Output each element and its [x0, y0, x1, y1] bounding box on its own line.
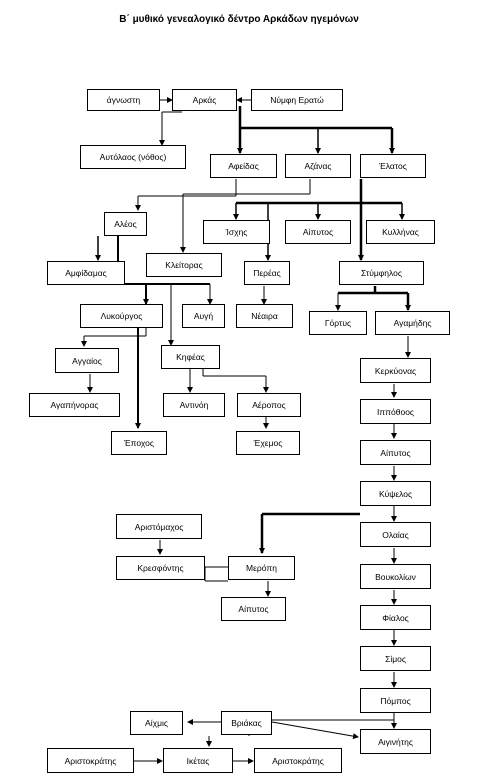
node-kypselos: Κύψελος [360, 481, 431, 506]
node-aleos: Αλέος [104, 212, 147, 236]
node-aristokratis2: Αριστοκράτης [254, 748, 342, 773]
node-aeropos: Αέροπος [237, 393, 301, 417]
node-agapinoras: Αγαπήνορας [29, 393, 120, 417]
node-avgi: Αυγή [182, 304, 225, 328]
node-simos: Σίμος [360, 646, 431, 671]
node-antinoi: Αντινόη [163, 393, 225, 417]
node-kyllinas: Κυλλήνας [366, 220, 435, 244]
node-aipytos3: Αίπυτος [221, 597, 286, 621]
node-stymfilos: Στύμφηλος [339, 261, 424, 285]
node-afeidas: Αφείδας [210, 154, 277, 178]
node-ippothoos: Ιππόθοος [360, 399, 431, 424]
node-pereas: Περέας [244, 261, 290, 285]
node-azanas: Αζάνας [285, 154, 351, 178]
node-voukolion: Βουκολίων [360, 564, 431, 589]
node-fialos: Φίαλος [360, 605, 431, 630]
node-isxis: Ίσχης [203, 220, 270, 244]
node-iketas: Ικέτας [163, 748, 233, 773]
node-aipytos2: Αίπυτος [360, 440, 431, 465]
node-kleitoras: Κλείτορας [146, 253, 222, 277]
node-aipytos1: Αίπυτος [285, 220, 351, 244]
node-kresfontis: Κρεσφόντης [116, 556, 205, 580]
node-meropi: Μερόπη [228, 556, 295, 580]
node-exemos: Έχεμος [236, 431, 300, 455]
node-arkas: Αρκάς [172, 89, 237, 111]
node-elatos: Έλατος [360, 154, 426, 178]
node-kerkyonas: Κερκύονας [360, 358, 431, 383]
diagram-title: Β΄ μυθικό γενεαλογικό δέντρο Αρκάδων ηγε… [119, 14, 359, 25]
node-agnosti: άγνωστη [87, 89, 160, 111]
node-olaias: Ολαίας [360, 522, 431, 547]
node-autolaos: Αυτόλαος (νόθος) [80, 145, 186, 169]
node-aixmis: Αίχμις [130, 711, 183, 735]
node-aristomachos: Αριστόμαχος [116, 514, 202, 539]
node-aggaios: Αγγαίος [55, 348, 119, 373]
node-aristokratis1: Αριστοκράτης [47, 748, 134, 773]
node-amfidamas: Αμφίδαμας [47, 261, 125, 285]
node-vriakas: Βριάκας [221, 711, 272, 735]
node-lykourgos: Λυκούργος [80, 304, 163, 328]
node-agamidis: Αγαμήδης [375, 311, 450, 335]
node-aiginitis: Αιγινήτης [360, 729, 431, 754]
node-kifeas: Κηφέας [161, 345, 220, 369]
node-pompos: Πόμπος [360, 688, 431, 713]
node-neaira: Νέαιρα [236, 304, 293, 328]
node-epoxos: Έποχος [111, 431, 167, 455]
link-vriakas-aiginitis [271, 721, 359, 740]
node-erato: Νύμφη Ερατώ [251, 89, 343, 111]
node-gortys: Γόρτυς [309, 311, 367, 335]
